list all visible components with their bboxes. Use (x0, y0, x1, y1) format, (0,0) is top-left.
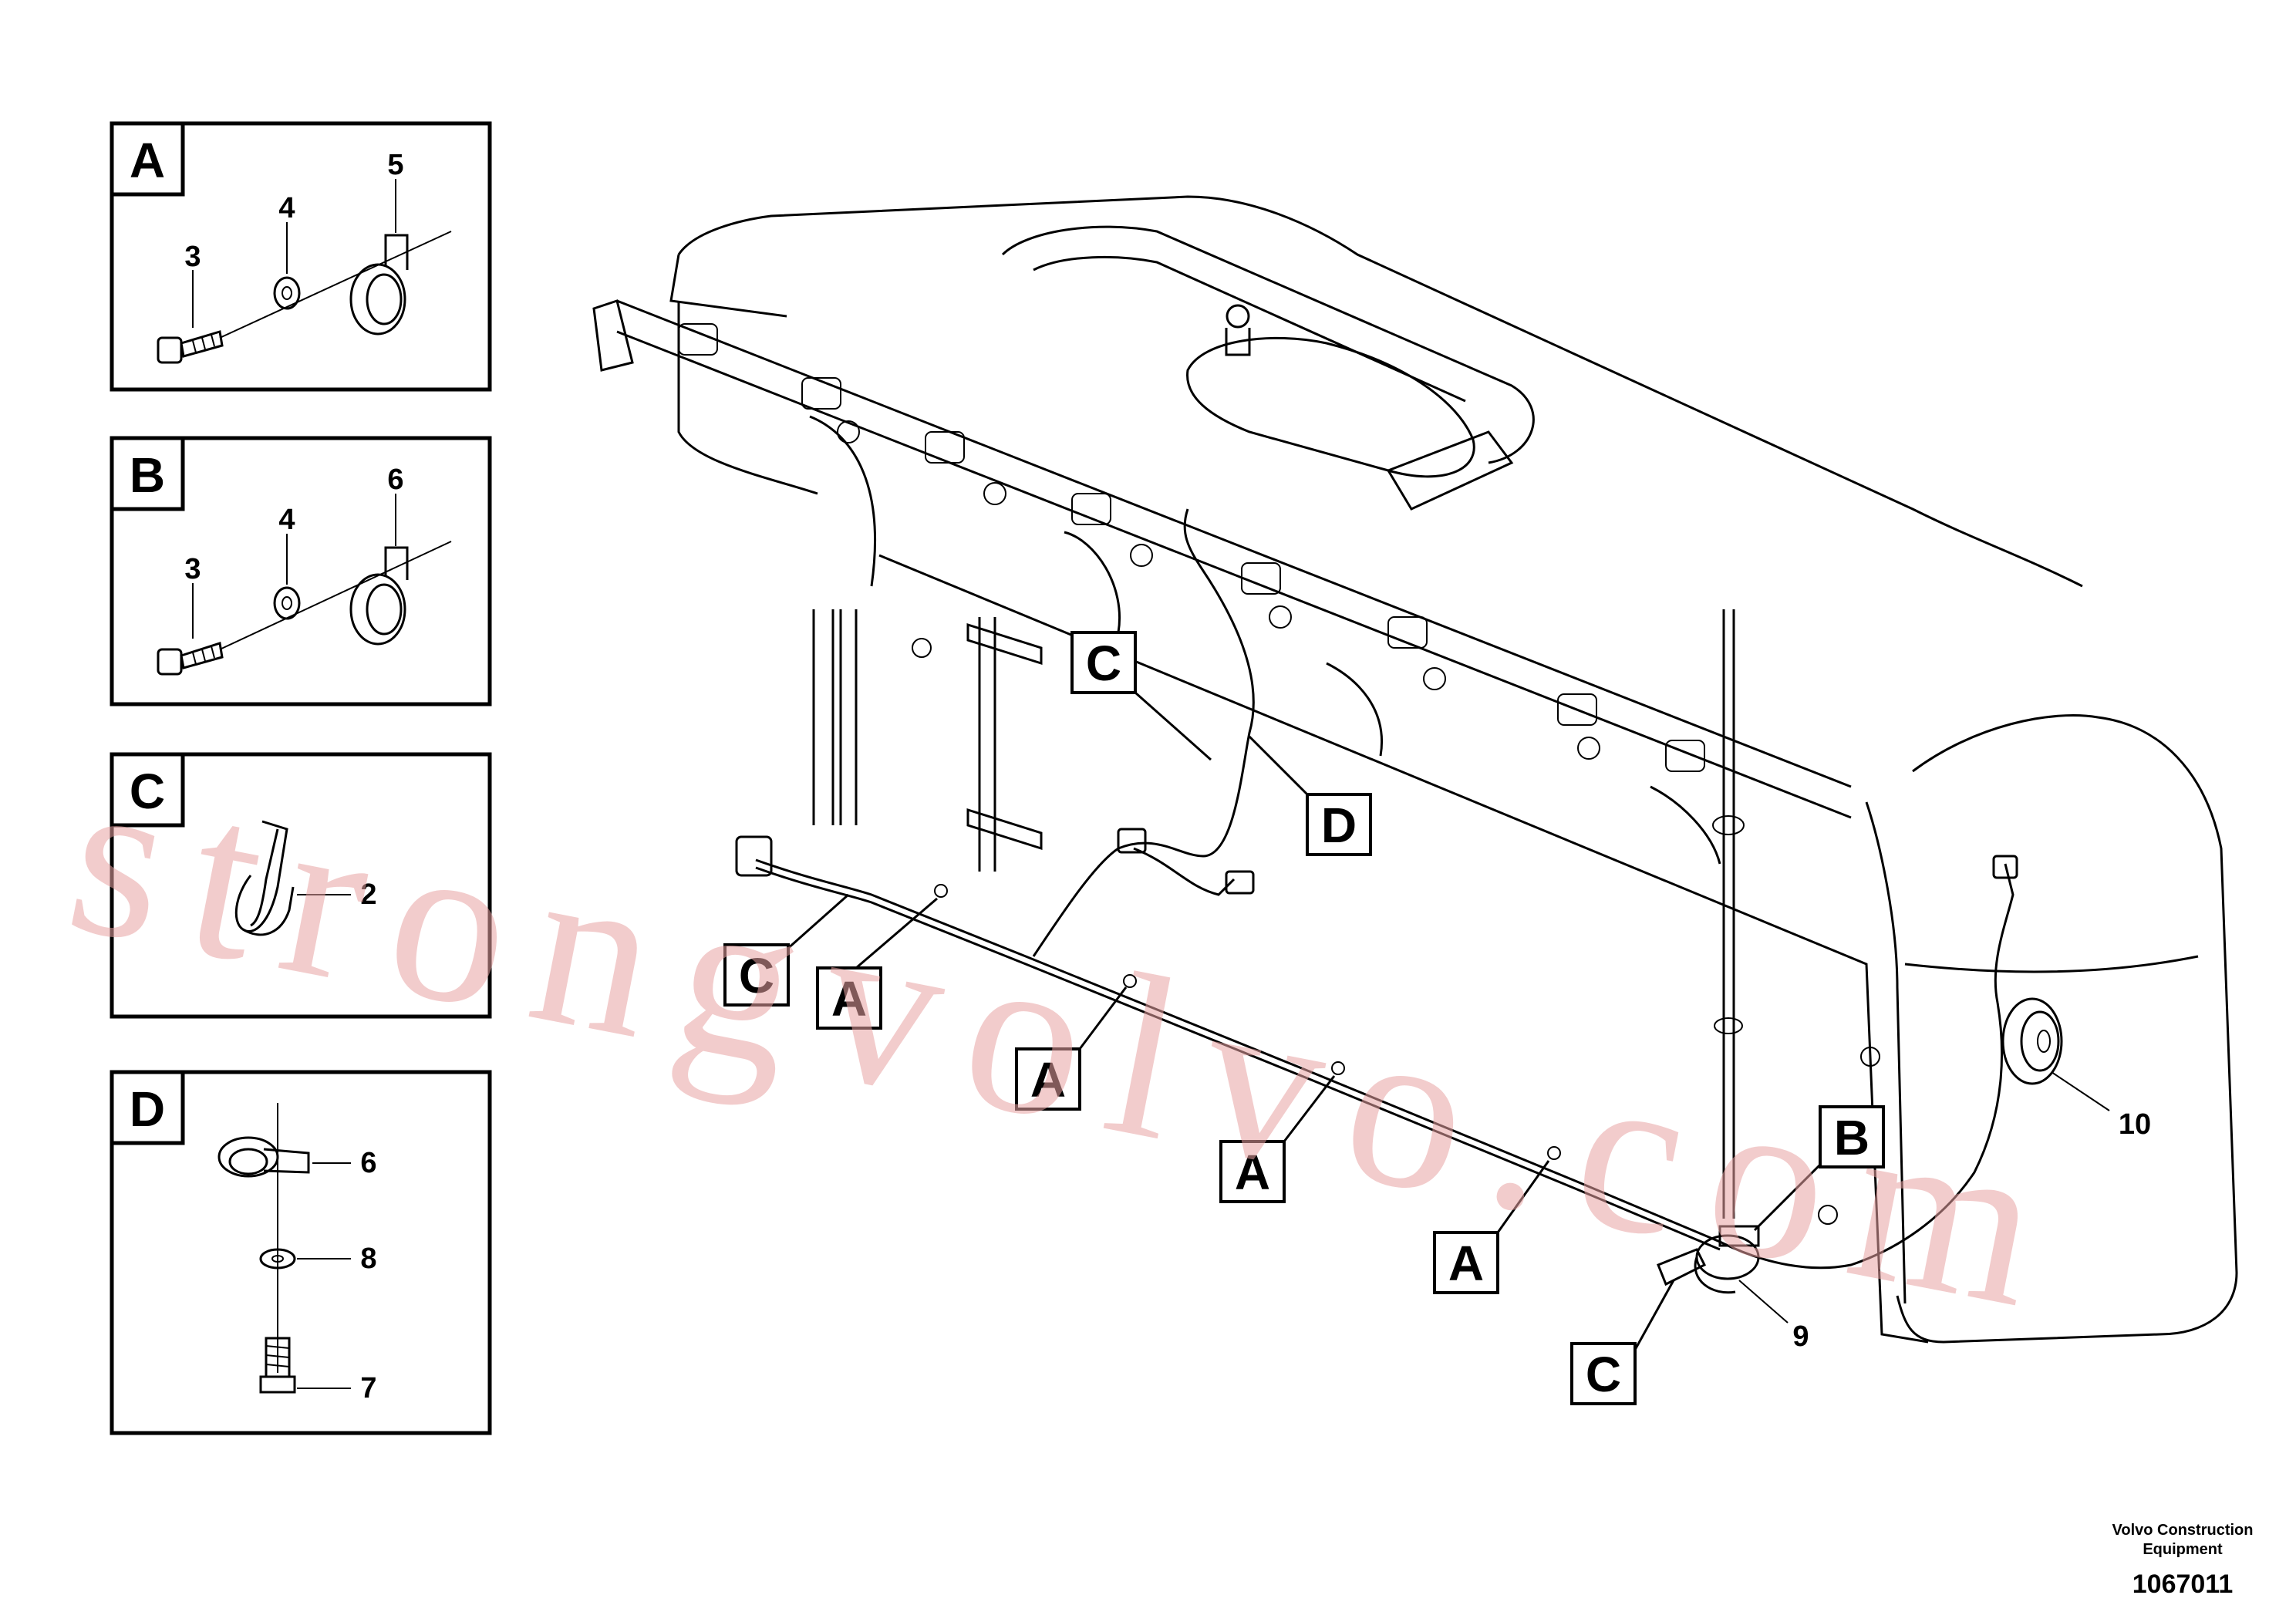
panel-b-letter: B (130, 447, 165, 503)
detail-panel-c: C 2 (110, 752, 492, 1019)
callout-c-3: C (1570, 1280, 1675, 1405)
company-name-line2: Equipment (2143, 1541, 2223, 1558)
part-number-label: 3 (184, 241, 201, 273)
panel-c-letter: C (130, 764, 165, 819)
part-number-label: 4 (278, 504, 295, 536)
svg-text:C: C (1586, 1347, 1621, 1402)
panel-d-letter: D (130, 1081, 165, 1137)
part-number-label: 5 (387, 149, 403, 181)
callout-a-3: A (1219, 1075, 1336, 1203)
counterweight-assembly (592, 195, 2238, 1344)
bolt-icon (157, 642, 224, 676)
washer-icon (259, 1248, 296, 1270)
part-number-label: 2 (360, 878, 376, 911)
part-number-label: 7 (360, 1372, 376, 1404)
clamp-icon (217, 1136, 310, 1178)
callout-c-1: C (1070, 631, 1212, 761)
watermark-text: strongvolvo.com (52, 723, 2088, 1361)
horn-icon (2001, 997, 2063, 1085)
washer-icon (273, 276, 301, 310)
svg-text:C: C (1086, 636, 1121, 691)
part-number-label: 6 (387, 464, 403, 496)
callout-a-4: A (1433, 1160, 1550, 1294)
svg-text:A: A (1235, 1145, 1270, 1200)
connector-icon (735, 835, 773, 877)
svg-text:C: C (739, 948, 774, 1003)
bolt-icon (157, 330, 224, 364)
callout-d-1: D (1248, 735, 1372, 856)
callout-a-2: A (1015, 986, 1128, 1111)
callout-c-2: C (723, 893, 849, 1007)
bolt-icon (259, 1337, 296, 1394)
svg-text:D: D (1321, 798, 1357, 853)
callout-b-1: B (1753, 1105, 1885, 1232)
drawing-number: 1067011 (2132, 1570, 2234, 1599)
detail-panel-b: B 3 4 6 (110, 436, 492, 706)
connector-icon (1225, 870, 1255, 895)
clamp-icon (349, 234, 409, 336)
part-number-label: 4 (278, 192, 295, 224)
part-number-label: 8 (360, 1243, 376, 1275)
clamp-icon (1657, 1225, 1760, 1294)
detail-panel-a: A 3 4 5 (110, 121, 492, 392)
panel-a-letter: A (130, 133, 165, 188)
callout-a-1: A (816, 897, 938, 1030)
svg-text:A: A (1030, 1052, 1066, 1108)
clamp-icon (349, 546, 409, 646)
detail-panel-d: D 6 8 7 (110, 1070, 492, 1435)
svg-text:A: A (1448, 1236, 1484, 1291)
connector-icon (1992, 855, 2018, 879)
part-number-9: 9 (1792, 1320, 1809, 1353)
company-name-line1: Volvo Construction (2112, 1522, 2254, 1539)
svg-text:B: B (1834, 1110, 1870, 1165)
part-number-label: 6 (360, 1147, 376, 1179)
part-number-label: 3 (184, 553, 201, 585)
part-number-10: 10 (2119, 1108, 2151, 1141)
cable-tie-icon (234, 820, 295, 936)
svg-text:A: A (831, 971, 867, 1027)
connector-icon (1117, 828, 1147, 854)
